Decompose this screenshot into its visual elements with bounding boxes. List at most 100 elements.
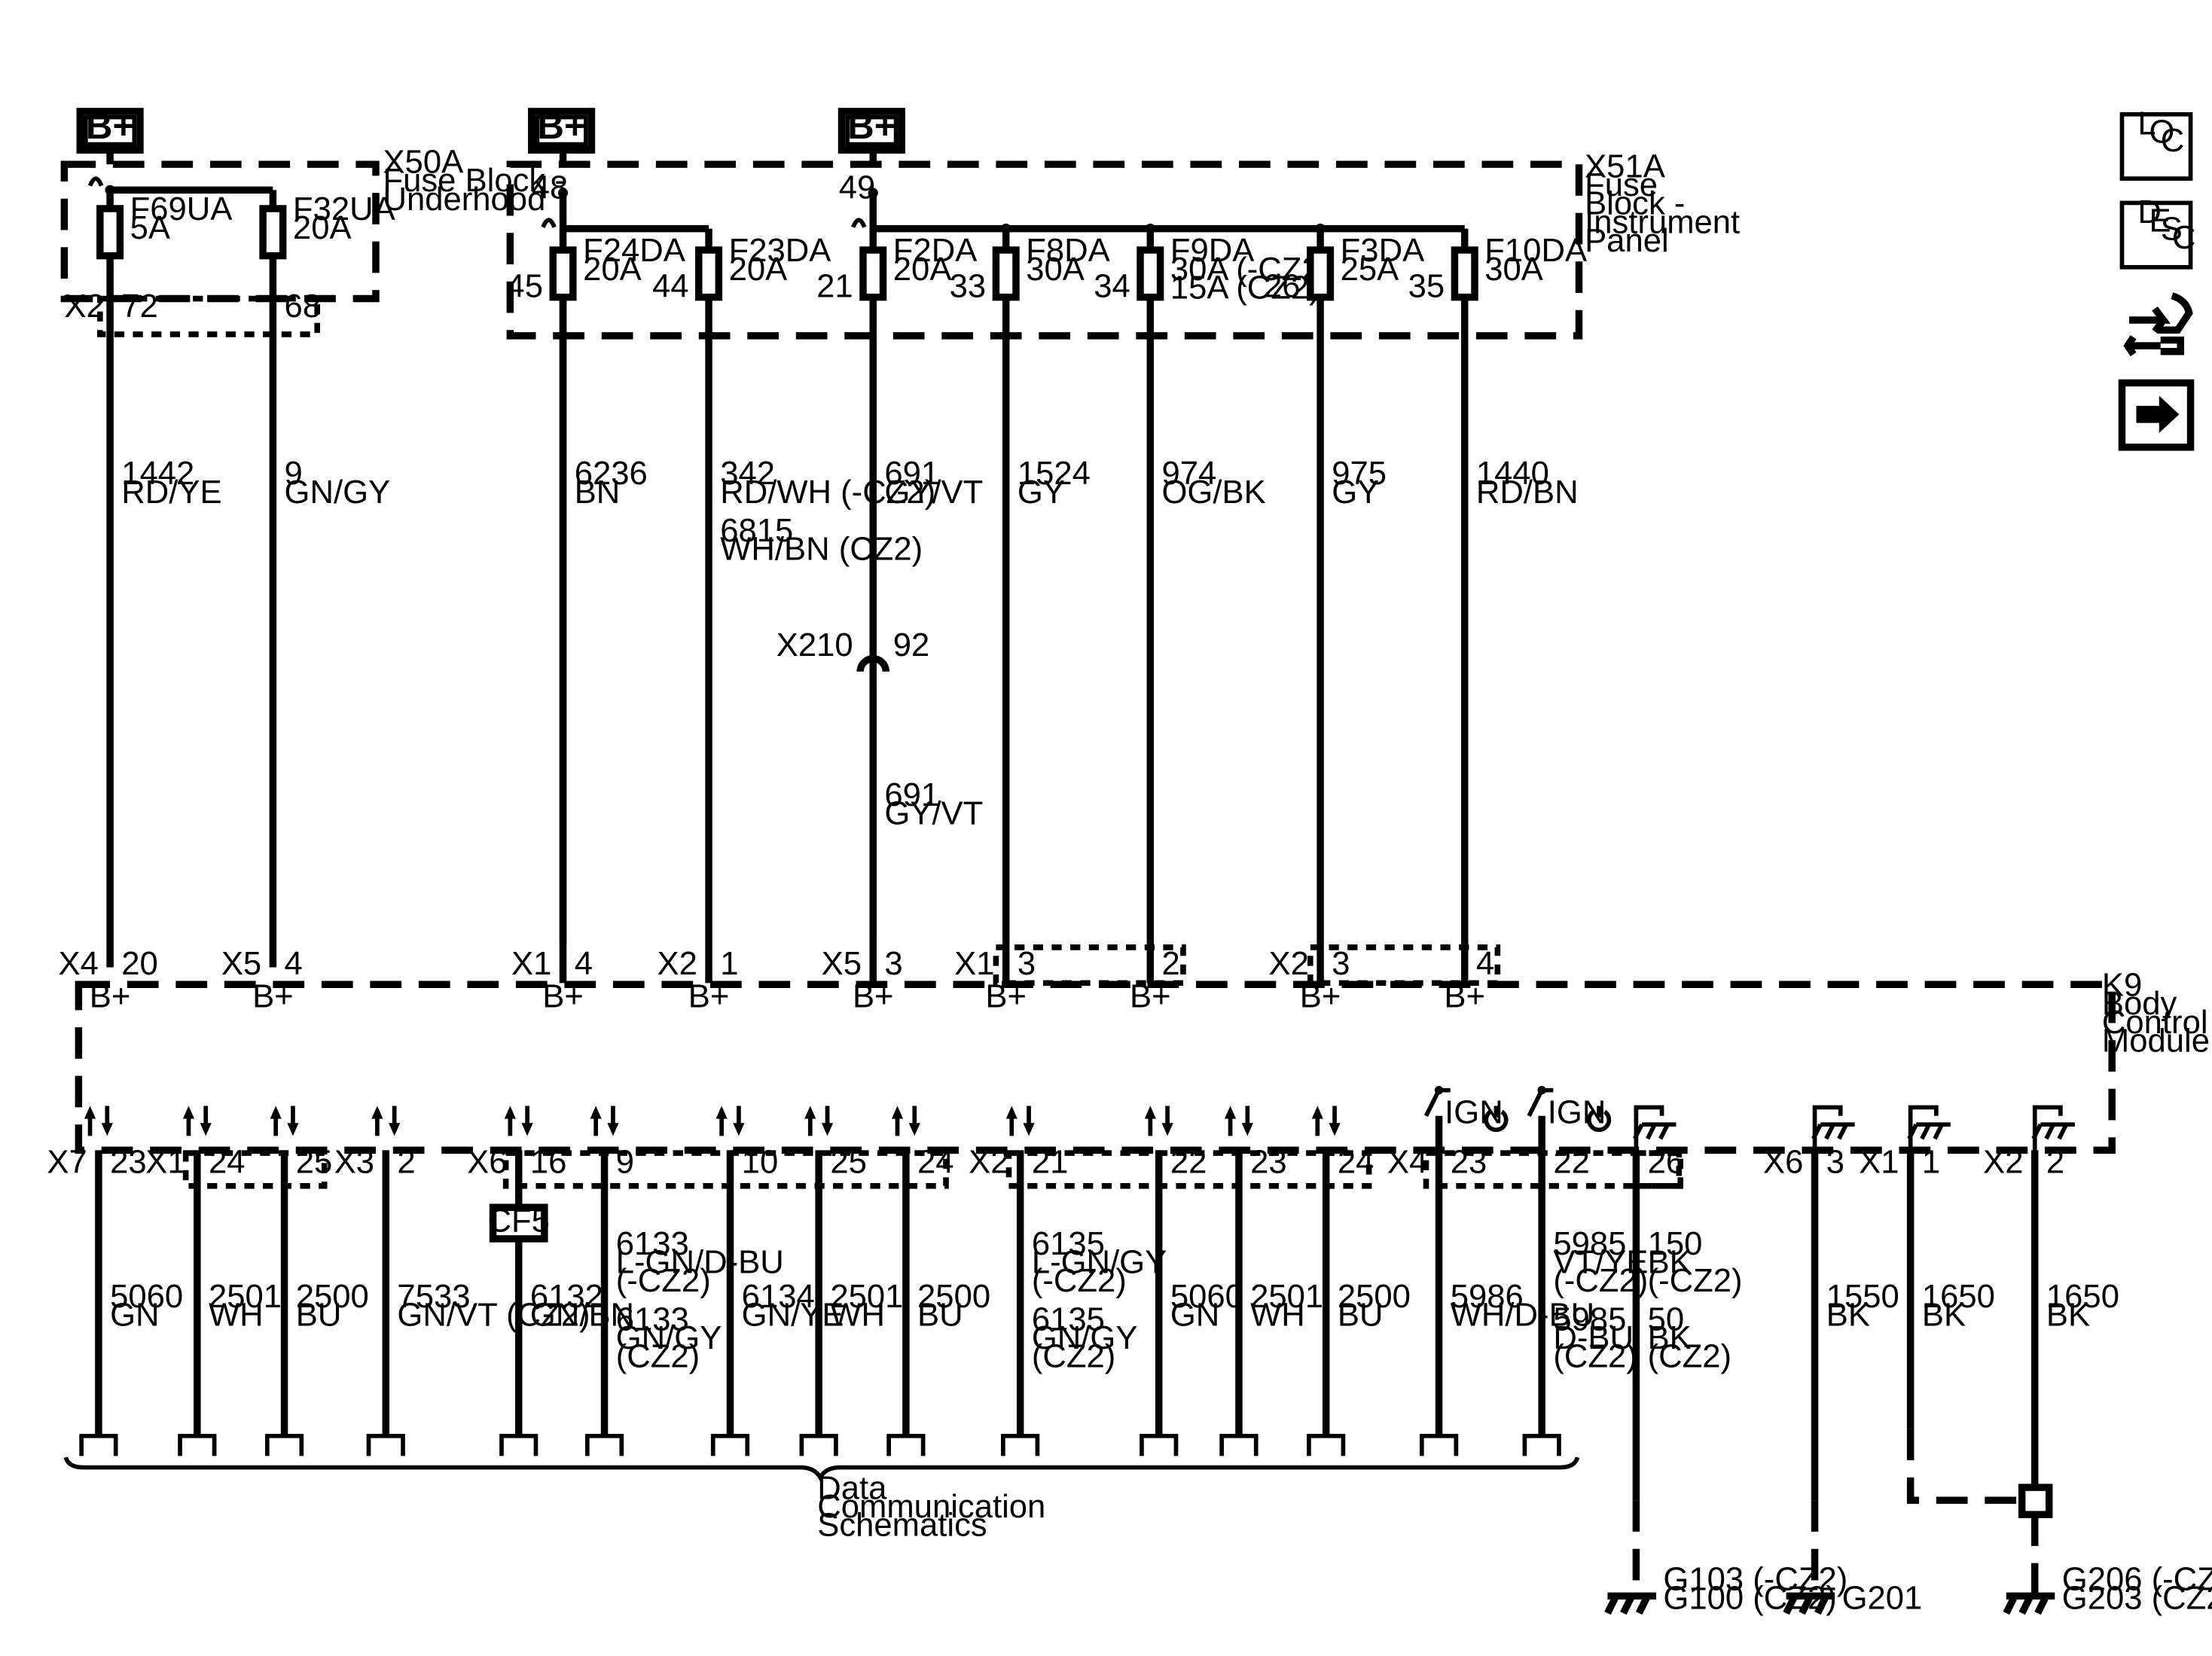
bcm-pin: 3: [1826, 1145, 1844, 1181]
ground-contact: [1908, 1105, 1939, 1151]
circuit-number: 6132: [530, 1279, 603, 1315]
description-button-label: C: [2172, 220, 2196, 256]
wire-crossover: [851, 218, 867, 228]
circuit-number: 2501: [1250, 1279, 1323, 1315]
circuit-number: 691: [884, 777, 939, 813]
data-arrow-up-head: [182, 1106, 195, 1119]
circuit-number: 2501: [209, 1279, 282, 1315]
ground-location: G203 (CZ2): [2062, 1580, 2212, 1616]
location-button-label: C: [2161, 123, 2185, 159]
circuit-number: 2501: [830, 1279, 903, 1315]
battery-power-label: B+: [537, 105, 585, 147]
ground-symbol: [1632, 1123, 1644, 1140]
ignition-label: IGN: [1548, 1094, 1606, 1130]
ground-contact: [1812, 1105, 1843, 1151]
fuse-rating: 5A: [130, 210, 171, 246]
bcm-connector-id: X4: [1387, 1145, 1427, 1181]
fuse-element: [1137, 246, 1164, 301]
circuit-number: 6133: [616, 1301, 689, 1337]
fuse-rating: 20A: [293, 210, 352, 246]
wire-color: D-BU: [1553, 1320, 1634, 1356]
circuit-number: 1524: [1018, 456, 1091, 492]
wire-color: WH: [209, 1298, 264, 1334]
data-arrow-up-head: [715, 1106, 728, 1119]
fuse-name: F23DA: [729, 233, 832, 269]
ground-contact: [2032, 1105, 2063, 1151]
ground-symbol: [1837, 1123, 1848, 1140]
fuse-rating: 15A (CZ2): [1170, 270, 1320, 306]
fuse-rating: 30A: [1026, 252, 1085, 288]
bcm-pin: 23: [110, 1145, 147, 1181]
bcm-pin: 24: [209, 1145, 246, 1181]
fuse-element: [1451, 246, 1478, 301]
bcm-connector-id: X6: [1763, 1145, 1803, 1181]
fuse-rating: 20A: [729, 252, 789, 288]
data-arrow-down-head: [287, 1123, 299, 1136]
circuit-number: 1442: [121, 456, 194, 492]
fuse-block-pin: 33: [950, 269, 987, 305]
splice-box: [2018, 1484, 2053, 1518]
bcm-pin: 4: [285, 946, 303, 982]
bcm-connector-id: X3: [334, 1145, 374, 1181]
location-button-label: L: [2137, 105, 2156, 142]
data-arrow-up-head: [371, 1106, 383, 1119]
wire-color: BU: [1338, 1298, 1384, 1334]
ground-location: G206 (-CZ2): [2062, 1562, 2212, 1598]
bcm-pin: 2: [2046, 1145, 2064, 1181]
bcm-pin: 3: [884, 946, 902, 982]
bcm-connector-id: X5: [221, 946, 261, 982]
fuse-element: [859, 246, 887, 301]
wire-color: BK: [1922, 1298, 1966, 1334]
wire-color: BU: [296, 1298, 342, 1334]
location-button-label: O: [2149, 114, 2175, 151]
wire-color: BN: [575, 474, 621, 511]
transfer-icon[interactable]: [2157, 292, 2193, 334]
transfer-icon[interactable]: [2128, 306, 2171, 334]
bcm-pin: 1: [1922, 1145, 1940, 1181]
wire-color: BU: [917, 1298, 963, 1334]
splice-dot: [1001, 223, 1011, 234]
bcm-pin: 25: [296, 1145, 333, 1181]
data-arrow-down-head: [733, 1123, 745, 1136]
connector-outline: [1633, 1150, 1683, 1189]
fuse-element: [549, 246, 577, 301]
connector-terminal: [1419, 1433, 1459, 1456]
bcm-pin: 20: [121, 946, 158, 982]
connector-terminal: [366, 1433, 405, 1456]
description-button[interactable]: [2119, 200, 2193, 270]
ground-symbol: [1646, 1123, 1657, 1140]
battery-power-label: B+: [847, 105, 895, 147]
circuit-number: 2500: [917, 1279, 990, 1315]
fuse-name: F69UA: [130, 191, 233, 227]
wire-color: RD/YE: [121, 474, 221, 511]
chassis-ground-icon: [1814, 1594, 1829, 1615]
bcm-connector-id: X2: [1983, 1145, 2023, 1181]
wire-color: GN/GY: [1032, 1320, 1138, 1356]
wire-color: GN: [110, 1298, 159, 1334]
circuit-number: 6135: [1032, 1301, 1105, 1337]
ground-symbol: [1811, 1123, 1823, 1140]
wrench-icon[interactable]: [2123, 335, 2185, 357]
connector-terminal: [264, 1433, 304, 1456]
data-arrow-up-head: [1224, 1106, 1237, 1119]
circuit-number: 975: [1332, 456, 1387, 492]
arrow-right-icon[interactable]: [2136, 395, 2180, 433]
circuit-number: 974: [1161, 456, 1216, 492]
connector-terminal: [1307, 1433, 1346, 1456]
wire-color: GY/VT: [884, 474, 983, 511]
wire-color: WH/D-BU: [1451, 1298, 1594, 1334]
chassis-ground-icon: [1783, 1594, 1799, 1615]
connector-terminal: [1522, 1433, 1561, 1456]
bcm-pin: 21: [1032, 1145, 1069, 1181]
data-arrow-down-head: [1161, 1123, 1173, 1136]
inline-connector-x210: [856, 654, 890, 672]
ground-symbol: [1824, 1123, 1835, 1140]
location-button[interactable]: [2119, 111, 2193, 181]
battery-power-box-inner: [535, 114, 588, 147]
bcm-pin: 2: [1161, 946, 1179, 982]
connector-outline: [1005, 1150, 1372, 1189]
data-arrow-up-head: [590, 1106, 602, 1119]
fuse-block-pin: 21: [816, 269, 853, 305]
